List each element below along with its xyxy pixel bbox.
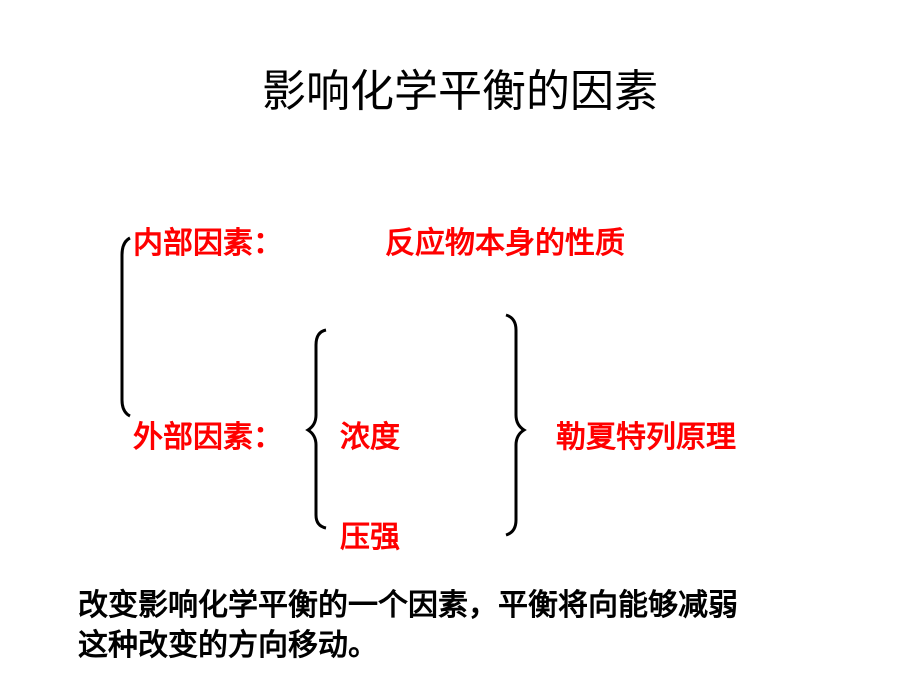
left-brace-icon [305,328,327,530]
internal-factor-value: 反应物本身的性质 [385,226,625,261]
external-item-pressure: 压强 [340,520,400,555]
conclusion-line-2: 这种改变的方向移动。 [78,628,378,663]
slide-title: 影响化学平衡的因素 [262,66,658,117]
outer-bracket-icon [120,236,131,418]
internal-factor-label: 内部因素： [133,226,283,261]
external-factor-label: 外部因素： [133,420,283,455]
conclusion-line-1: 改变影响化学平衡的一个因素，平衡将向能够减弱 [78,588,738,623]
external-item-concentration: 浓度 [340,420,400,455]
right-brace-icon [505,313,527,537]
le-chatelier-principle: 勒夏特列原理 [556,420,736,455]
